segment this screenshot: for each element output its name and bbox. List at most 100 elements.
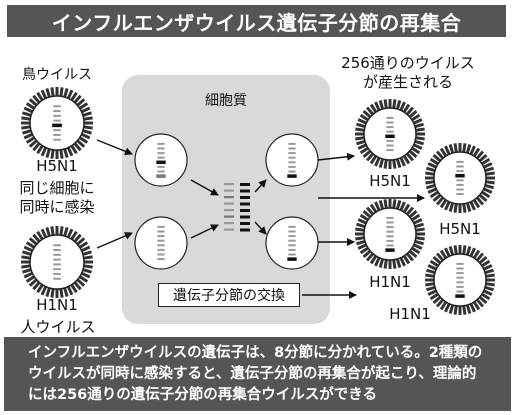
gene-segment <box>288 239 296 242</box>
gene-segment <box>386 126 394 129</box>
pooled-segment <box>240 228 250 232</box>
pooled-segment <box>224 196 234 199</box>
gene-segment <box>53 272 61 275</box>
gene-segment <box>386 239 394 242</box>
reassembled-cell-bottom <box>265 216 319 270</box>
gene-segment <box>53 277 61 280</box>
gene-segment <box>455 173 465 178</box>
gene-segment <box>53 133 61 136</box>
arrow-pool-to-cell-bottom <box>254 221 267 235</box>
gene-segment <box>287 174 297 178</box>
reassembled-cell-top <box>265 133 319 187</box>
gene-segment <box>456 276 464 279</box>
gene-segment <box>157 239 165 242</box>
pooled-segment <box>224 222 234 225</box>
gene-segment <box>385 248 395 252</box>
gene-segment <box>386 230 394 233</box>
gene-segment <box>157 235 165 238</box>
gene-segment <box>288 244 296 247</box>
gene-segment <box>157 165 165 168</box>
output-virus-h1n1-b-segments <box>455 262 465 298</box>
gene-segment <box>287 257 297 261</box>
arrow-bird-to-cell <box>96 139 133 156</box>
gene-segment <box>386 226 394 229</box>
pooled-segment <box>240 189 250 193</box>
gene-segment <box>53 110 61 113</box>
gene-segment <box>156 160 166 165</box>
gene-segment <box>288 152 296 155</box>
gene-segment <box>157 253 165 256</box>
gene-segment <box>456 281 464 284</box>
gene-segment <box>157 225 165 228</box>
gene-segment <box>456 267 464 270</box>
gene-segment <box>456 285 464 288</box>
pooled-segment <box>224 215 234 218</box>
result-label-2: が産生される <box>362 73 453 91</box>
gene-segment <box>456 272 464 275</box>
gene-segment <box>157 230 165 233</box>
gene-segment <box>53 253 61 256</box>
gene-segment <box>288 156 296 159</box>
gene-segment <box>288 142 296 145</box>
gene-segment <box>157 244 165 247</box>
infecting-cell-bird-segments <box>156 142 166 178</box>
cytoplasm-region <box>122 75 330 324</box>
gene-segment <box>53 249 61 252</box>
arrow-out-h5n1-a <box>317 152 355 161</box>
gene-segment <box>456 165 464 168</box>
pooled-segment <box>240 196 250 199</box>
gene-segment <box>386 121 394 124</box>
gene-segment <box>386 244 394 247</box>
pooled-segment <box>240 183 250 186</box>
gene-segment <box>53 244 61 247</box>
output-virus-h5n1-b-segments <box>455 160 465 196</box>
gene-segment <box>53 105 61 108</box>
gene-segment <box>288 170 296 173</box>
infecting-cell-bird <box>134 133 188 187</box>
pooled-segment <box>224 183 234 186</box>
gene-segment <box>288 225 296 228</box>
gene-segment <box>288 230 296 233</box>
caption-line-3: には256通りの遺伝子分節の再集合ウイルスができる <box>28 387 377 403</box>
same-cell-label-2: 同時に感染 <box>19 198 95 216</box>
gene-segment <box>53 268 61 271</box>
pooled-segment <box>224 189 234 192</box>
gene-segment <box>386 235 394 238</box>
output-h1n1-label-b: H1N1 <box>389 305 431 323</box>
bird-virus-segments <box>52 105 62 141</box>
gene-segment <box>53 258 61 261</box>
gene-segment <box>386 149 394 152</box>
gene-segment <box>456 188 464 191</box>
output-virus-h1n1-b-body <box>433 253 487 307</box>
gene-segment <box>157 170 165 173</box>
gene-segment <box>386 116 394 119</box>
pooled-segment <box>240 215 250 219</box>
reassembled-cell-bottom-segments <box>287 225 297 261</box>
human-virus-body <box>29 234 85 290</box>
gene-segment <box>455 294 465 298</box>
output-h5n1-label-a: H5N1 <box>369 172 411 190</box>
gene-segment <box>157 152 165 155</box>
gene-segment <box>53 119 61 122</box>
human-virus-segments <box>53 244 61 280</box>
same-cell-label-1: 同じ細胞に <box>19 179 95 197</box>
arrow-pool-to-cell-top <box>254 179 267 193</box>
gene-segment <box>157 147 165 150</box>
gene-segment <box>386 216 394 219</box>
gene-segment <box>52 123 62 128</box>
output-virus-h1n1-a-segments <box>385 216 395 252</box>
gene-segment <box>386 221 394 224</box>
pooled-segment <box>240 202 250 206</box>
gene-segment <box>288 147 296 150</box>
pooled-segment <box>240 209 250 212</box>
gene-segment <box>385 134 395 139</box>
h1n1-source-label: H1N1 <box>36 296 78 314</box>
infecting-cell-human-segments <box>157 225 165 261</box>
gene-segment <box>456 262 464 265</box>
arrow-human-to-cell <box>96 232 133 249</box>
output-virus-h5n1-a-body <box>363 107 417 161</box>
segment-pool <box>224 183 250 232</box>
bird-virus-body <box>29 95 85 151</box>
arrow-cell-to-pool-a <box>190 179 219 196</box>
